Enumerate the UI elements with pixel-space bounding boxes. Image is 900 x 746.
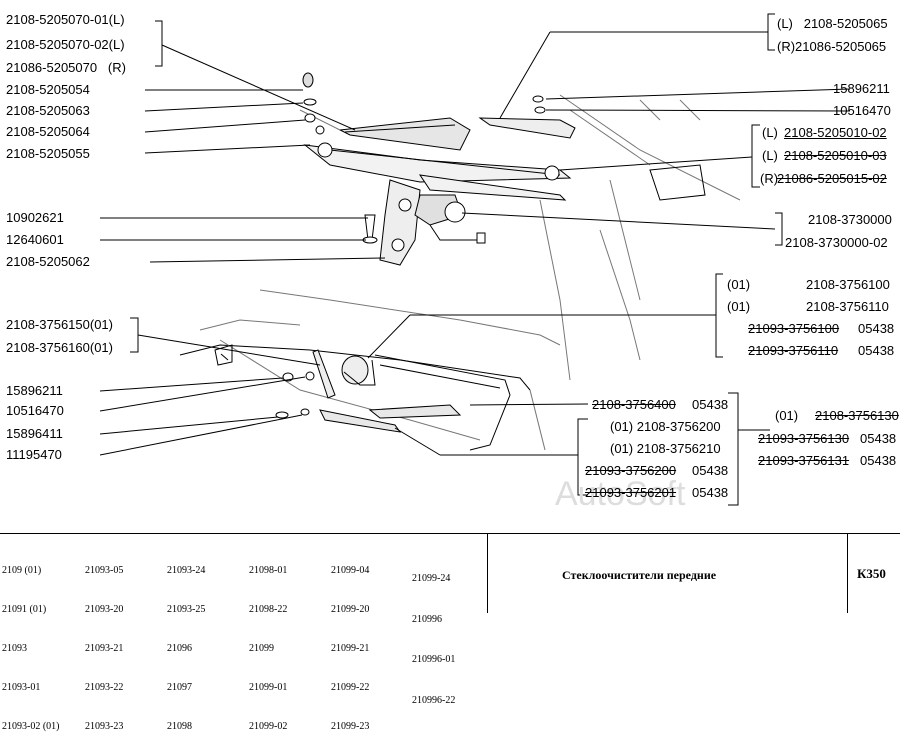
label-15896211-upper: 15896211 — [833, 81, 890, 96]
model: 21099-01 — [249, 682, 288, 693]
mid-4-code: 21093-3756110 — [748, 343, 839, 358]
mid-3-suffix: 05438 — [858, 321, 895, 336]
arm-right-code: 21086-5205015-02 — [777, 171, 887, 186]
mid-3-code: 21093-3756100 — [748, 321, 840, 336]
model: 21093-20 — [85, 604, 124, 615]
model: 21093-01 — [2, 682, 41, 693]
lr-1-code: 2108-3756130 — [815, 408, 899, 423]
label-blade-left: (L) 2108-5205065 — [777, 16, 888, 31]
label-motor-2: 2108-3730000-02 — [785, 235, 888, 250]
model: 210996-01 — [412, 654, 456, 665]
mid-2-code: 2108-3756110 — [806, 299, 889, 314]
model: 21093-02 (01) — [2, 721, 60, 732]
models-column-5: 21099-04 21099-20 21099-21 21099-22 2109… — [331, 538, 369, 746]
model: 21098 — [167, 721, 192, 732]
label-10902621: 10902621 — [6, 210, 64, 225]
model: 2109 (01) — [2, 565, 42, 576]
models-column-1: 2109 (01) 21091 (01) 21093 21093-01 2109… — [2, 538, 60, 746]
model: 21099 — [249, 643, 274, 654]
label-2108-5205063: 2108-5205063 — [6, 103, 90, 118]
models-column-2: 21093-05 21093-20 21093-21 21093-22 2109… — [85, 538, 123, 746]
model: 21093 — [2, 643, 27, 654]
model: 21093-22 — [85, 682, 124, 693]
lr-3-suffix: 05438 — [860, 453, 897, 468]
model: 21099-04 — [331, 565, 370, 576]
label-2108-5205062: 2108-5205062 — [6, 254, 90, 269]
model: 21098-01 — [249, 565, 288, 576]
mid-4-suffix: 05438 — [858, 343, 895, 358]
lower-3-code: (01) 2108-3756210 — [610, 441, 721, 456]
label-2108-5205055: 2108-5205055 — [6, 146, 90, 161]
label-2108-3756150: 2108-3756150(01) — [6, 317, 113, 332]
models-column-6: 21099-24 210996 210996-01 210996-22 — [412, 545, 455, 721]
model: 21091 (01) — [2, 604, 47, 615]
title-block — [0, 533, 900, 614]
model: 21098-22 — [249, 604, 288, 615]
label-2108-5205070-01: 2108-5205070-01(L) — [6, 12, 125, 27]
arm-left-1-code: 2108-5205010-02 — [784, 125, 887, 140]
model: 21099-21 — [331, 643, 370, 654]
lr-2-suffix: 05438 — [860, 431, 897, 446]
model: 210996-22 — [412, 694, 456, 706]
model: 21099-20 — [331, 604, 370, 615]
label-10516470-upper: 10516470 — [833, 103, 891, 118]
lower-2-code: (01) 2108-3756200 — [610, 419, 721, 434]
model: 21097 — [167, 682, 192, 693]
label-2108-5205070-02: 2108-5205070-02(L) — [6, 37, 125, 52]
lr-1-prefix: (01) — [775, 408, 799, 423]
mid-2-prefix: (01) — [727, 299, 751, 314]
arm-left-2-prefix: (L) — [762, 148, 778, 163]
label-21086-5205070: 21086-5205070 (R) — [6, 60, 126, 75]
wiper-exploded-view-drawing: AutoSoft — [99, 13, 851, 513]
lr-3-code: 21093-3756131 — [758, 453, 850, 468]
model: 21093-24 — [167, 565, 206, 576]
model: 21096 — [167, 643, 192, 654]
arm-left-2-code: 2108-5205010-03 — [784, 148, 887, 163]
label-15896411: 15896411 — [6, 426, 63, 441]
label-motor-1: 2108-3730000 — [808, 212, 892, 227]
label-12640601: 12640601 — [6, 232, 64, 247]
footer-divider-1 — [487, 533, 488, 613]
lower-4-suffix: 05438 — [692, 463, 729, 478]
label-2108-5205054: 2108-5205054 — [6, 82, 90, 97]
model: 210996 — [412, 613, 442, 625]
models-column-4: 21098-01 21098-22 21099 21099-01 21099-0… — [249, 538, 287, 746]
lower-1-suffix: 05438 — [692, 397, 729, 412]
footer-divider-2 — [847, 533, 848, 613]
mid-1-code: 2108-3756100 — [806, 277, 890, 292]
label-11195470: 11195470 — [6, 447, 62, 462]
arm-left-1-prefix: (L) — [762, 125, 778, 140]
sheet-title: Стеклоочистители передние — [562, 568, 717, 582]
mid-1-prefix: (01) — [727, 277, 751, 292]
watermark-text: AutoSoft — [555, 475, 686, 513]
model: 21093-05 — [85, 565, 124, 576]
model: 21099-24 — [412, 573, 451, 584]
arm-right-prefix: (R) — [760, 171, 779, 186]
label-15896211-lower: 15896211 — [6, 383, 63, 398]
model: 21093-23 — [85, 721, 124, 732]
model: 21093-25 — [167, 604, 206, 615]
label-10516470-lower: 10516470 — [6, 403, 64, 418]
model: 21099-22 — [331, 682, 370, 693]
lower-5-code: 21093-3756201 — [585, 485, 677, 500]
model: 21099-23 — [331, 721, 370, 732]
lr-2-code: 21093-3756130 — [758, 431, 850, 446]
label-blade-right: (R)21086-5205065 — [777, 39, 887, 54]
lower-4-code: 21093-3756200 — [585, 463, 677, 478]
label-2108-5205064: 2108-5205064 — [6, 124, 90, 139]
sheet-number: К350 — [857, 566, 886, 581]
label-2108-3756160: 2108-3756160(01) — [6, 340, 113, 355]
lower-5-suffix: 05438 — [692, 485, 729, 500]
model: 21099-02 — [249, 721, 288, 732]
model: 21093-21 — [85, 643, 124, 654]
lower-1-code: 2108-3756400 — [592, 397, 676, 412]
models-column-3: 21093-24 21093-25 21096 21097 21098 — [167, 538, 205, 746]
